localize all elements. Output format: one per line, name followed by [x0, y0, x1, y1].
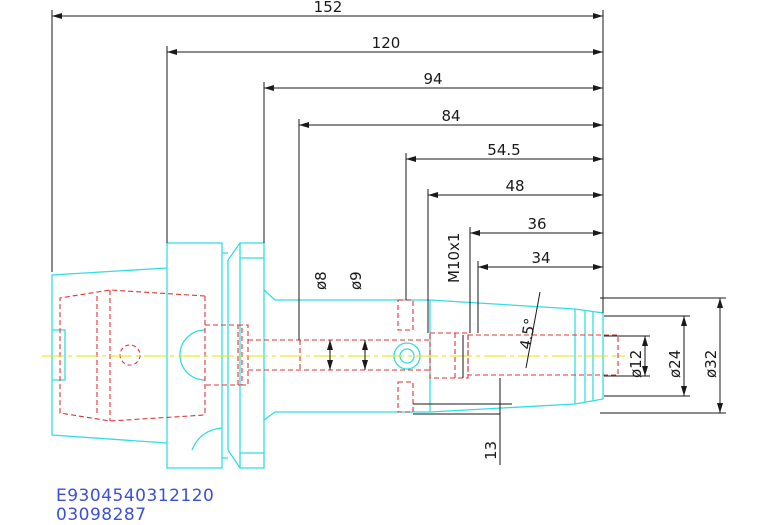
- part-code-line-1: E9304540312120: [56, 486, 215, 506]
- dim-120: 120: [372, 34, 401, 52]
- dimension-lines: [51, 10, 726, 465]
- dim-48: 48: [505, 177, 524, 195]
- dim-d32: ø32: [702, 350, 720, 378]
- dim-94: 94: [423, 70, 442, 88]
- dim-d8: ø8: [312, 271, 330, 290]
- dim-54-5: 54.5: [487, 141, 520, 159]
- part-code-line-2: 03098287: [56, 505, 147, 525]
- dim-angle: 4.5°: [516, 317, 539, 351]
- dim-36: 36: [527, 215, 546, 233]
- dim-depth-13: 13: [482, 441, 500, 460]
- dim-d9: ø9: [347, 271, 365, 290]
- dim-m10x1: M10x1: [445, 233, 463, 283]
- arrowheads: [52, 13, 723, 413]
- dim-d24: ø24: [666, 350, 684, 378]
- dim-152: 152: [314, 0, 343, 16]
- dim-34: 34: [531, 249, 550, 267]
- dim-84: 84: [441, 107, 460, 125]
- cross-hole-circle: [119, 344, 141, 366]
- dim-d12: ø12: [627, 350, 645, 378]
